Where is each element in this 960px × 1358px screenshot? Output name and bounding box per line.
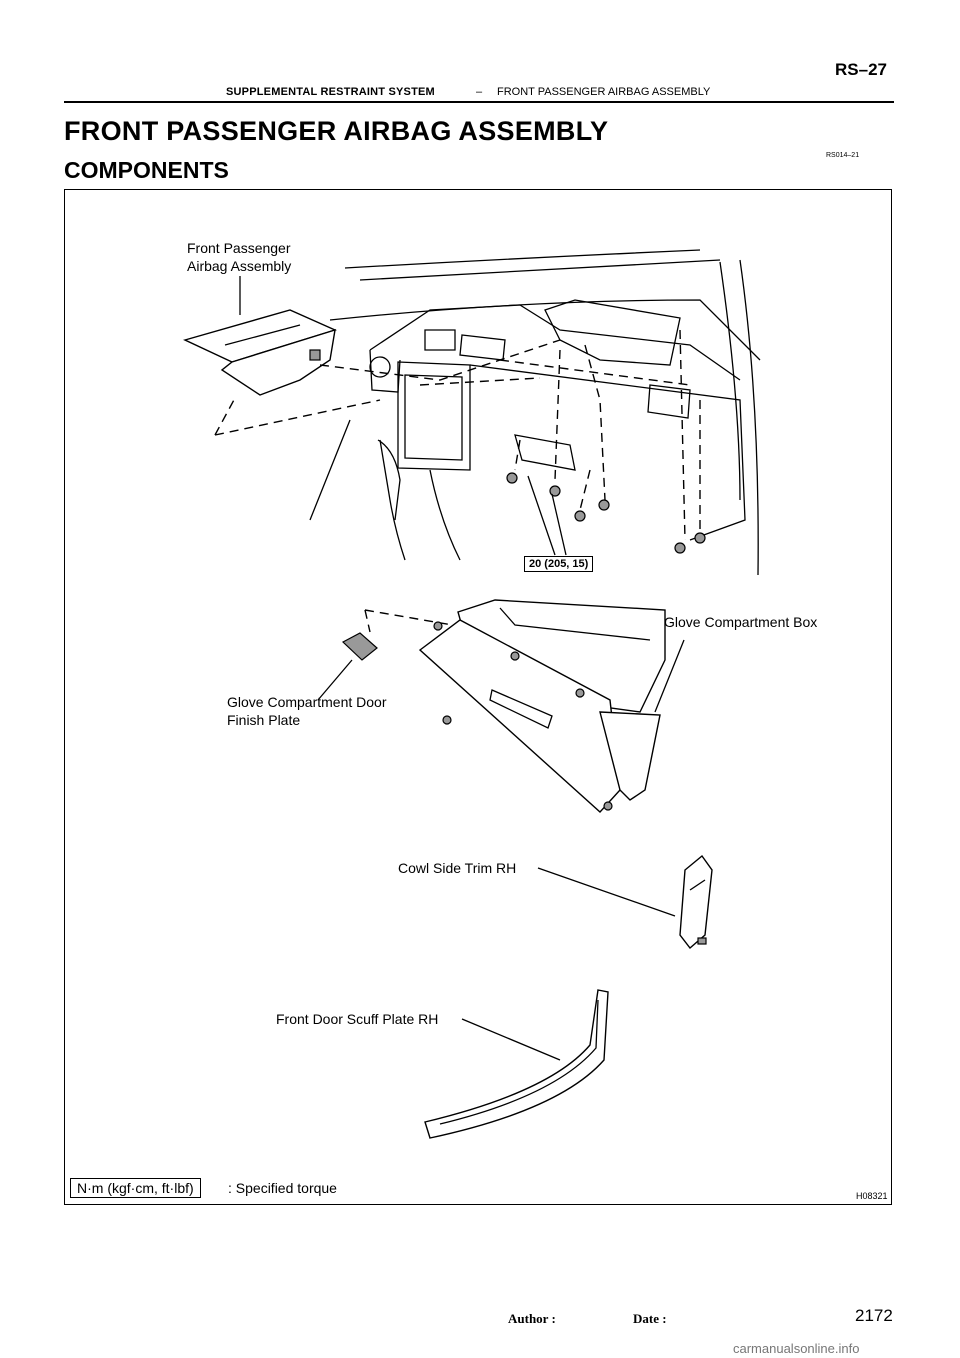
document-id: RS014–21 [826,152,860,159]
label-airbag-line2: Airbag Assembly [187,258,292,274]
torque-legend-box: N·m (kgf·cm, ft·lbf) [70,1178,201,1198]
header-subsection: FRONT PASSENGER AIRBAG ASSEMBLY [497,86,711,98]
footer-page-number: 2172 [855,1306,893,1325]
header-rule [64,101,894,103]
scuff-plate-drawing [424,989,609,1139]
label-finish-plate-line1: Glove Compartment Door [227,694,387,710]
cowl-side-trim-drawing [679,854,713,950]
section-subtitle: COMPONENTS [64,157,229,183]
header-section: SUPPLEMENTAL RESTRAINT SYSTEM [226,86,435,98]
page-title: FRONT PASSENGER AIRBAG ASSEMBLY [64,116,609,146]
label-finish-plate-line2: Finish Plate [227,712,301,728]
torque-legend-text: : Specified torque [228,1180,337,1196]
figure-id: H08321 [856,1191,888,1201]
header-separator: – [476,86,483,98]
finish-plate-drawing [341,632,378,661]
dashboard-drawing [309,249,761,576]
label-cowl-trim: Cowl Side Trim RH [398,860,517,876]
label-airbag-line1: Front Passenger [187,240,291,256]
airbag-assembly-drawing [183,309,337,396]
figure-frame [64,189,892,1205]
page-code: RS–27 [835,60,887,79]
footer-watermark[interactable]: carmanualsonline.info [733,1341,860,1356]
glove-box-drawing [418,599,666,813]
footer-date-label: Date : [633,1311,667,1326]
label-scuff-plate: Front Door Scuff Plate RH [276,1011,439,1027]
label-glove-box: Glove Compartment Box [664,614,818,630]
footer-author-label: Author : [508,1311,556,1326]
torque-spec-box: 20 (205, 15) [524,556,594,572]
